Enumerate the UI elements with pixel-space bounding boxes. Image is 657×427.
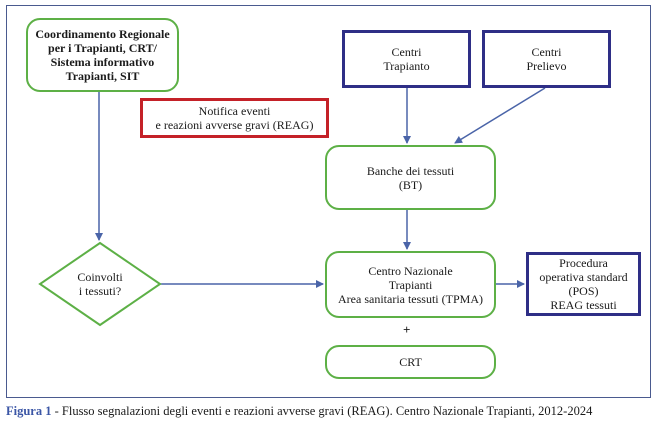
figure-number: Figura 1 (6, 404, 52, 418)
node-procedura-pos: Procedura operativa standard (POS) REAG … (526, 252, 641, 316)
arrow-prelievo-to-banche (454, 87, 546, 144)
decision-diamond (38, 241, 162, 327)
node-banche-tessuti: Banche dei tessuti (BT) (325, 145, 496, 210)
decision-label-coinvolti: Coinvolti i tessuti? (77, 270, 123, 298)
node-crt: CRT (325, 345, 496, 379)
figure-caption: Figura 1 - Flusso segnalazioni degli eve… (6, 404, 651, 419)
node-notifica-eventi: Notifica eventi e reazioni avverse gravi… (140, 98, 329, 138)
node-coordinamento-regionale: Coordinamento Regionale per i Trapianti,… (26, 18, 179, 92)
node-centri-trapianto: Centri Trapianto (342, 30, 471, 88)
caption-text: - Flusso segnalazioni degli eventi e rea… (51, 404, 593, 418)
node-centri-prelievo: Centri Prelievo (482, 30, 611, 88)
plus-sign: + (403, 322, 411, 337)
node-centro-nazionale-trapianti: Centro Nazionale Trapianti Area sanitari… (325, 251, 496, 318)
